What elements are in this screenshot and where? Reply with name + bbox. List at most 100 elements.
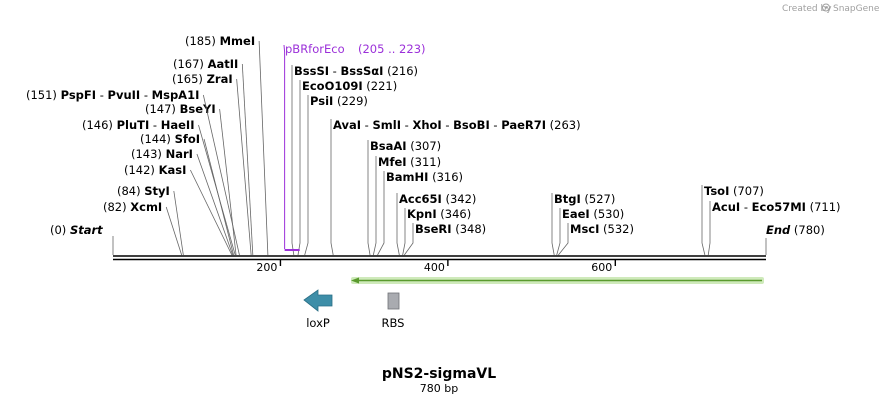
cut-site[interactable]: (142) KasI bbox=[124, 163, 233, 256]
cut-site[interactable]: BseRI (348) bbox=[404, 222, 486, 256]
cut-site-leader bbox=[556, 208, 561, 256]
cut-site-label[interactable]: (84) StyI bbox=[117, 184, 170, 198]
ruler-tick-label: 200 bbox=[256, 261, 277, 274]
cut-site-label[interactable]: (185) MmeI bbox=[185, 34, 255, 48]
cut-site[interactable]: (143) NarI bbox=[131, 147, 234, 256]
cut-site[interactable]: BsaAI (307) bbox=[367, 139, 441, 256]
cut-site-label[interactable]: BsaAI (307) bbox=[370, 139, 441, 153]
credit: Created by SnapGene bbox=[782, 3, 880, 14]
cut-site-label[interactable]: (82) XcmI bbox=[103, 200, 162, 214]
cut-site-label[interactable]: (167) AatII bbox=[173, 57, 238, 71]
cut-site[interactable]: (165) ZraI bbox=[172, 72, 252, 256]
cut-site[interactable]: BamHI (316) bbox=[377, 170, 463, 256]
snapgene-logo-icon bbox=[822, 3, 830, 12]
cut-site-enzyme: BtgI bbox=[554, 192, 581, 206]
cut-site[interactable]: TsoI (707) bbox=[701, 184, 764, 256]
cut-site[interactable]: (82) XcmI bbox=[103, 200, 183, 256]
ruler-tick: 400 bbox=[424, 259, 449, 274]
cut-site-label[interactable]: (142) KasI bbox=[124, 163, 186, 177]
orf-arrow[interactable] bbox=[351, 277, 764, 284]
cut-site-position: (147) bbox=[145, 102, 180, 116]
cut-site-label[interactable]: EaeI (530) bbox=[562, 207, 624, 221]
cut-site[interactable]: PsiI (229) bbox=[304, 94, 368, 256]
cut-site-enzyme: BssSI bbox=[294, 64, 329, 78]
cut-site[interactable]: (146) PluTI - HaeII bbox=[82, 118, 236, 256]
cut-site-label[interactable]: MscI (532) bbox=[570, 222, 634, 236]
cut-site-enzyme: KpnI bbox=[407, 207, 437, 221]
cut-site-label[interactable]: (0) Start bbox=[50, 223, 103, 237]
cut-site-leader bbox=[173, 190, 184, 256]
cut-site-label[interactable]: (143) NarI bbox=[131, 147, 193, 161]
cut-site-enzyme: PsiI bbox=[310, 94, 333, 108]
primer-bar[interactable] bbox=[284, 249, 300, 251]
cut-site-position: (146) bbox=[82, 118, 117, 132]
cut-site[interactable]: KpnI (346) bbox=[402, 207, 472, 256]
cut-site-leader bbox=[241, 63, 254, 256]
cut-site-leader bbox=[396, 193, 400, 256]
cut-site-separator: - bbox=[149, 118, 160, 132]
cut-site[interactable]: AvaI - SmlI - XhoI - BsoBI - PaeR7I (263… bbox=[330, 118, 581, 256]
cut-site-position: (229) bbox=[333, 94, 368, 108]
cut-site[interactable]: Acc65I (342) bbox=[396, 192, 476, 256]
cut-site-separator: - bbox=[329, 64, 340, 78]
cut-site-position: (143) bbox=[131, 147, 166, 161]
cut-site-enzyme: MscI bbox=[570, 222, 599, 236]
cut-site-label[interactable]: KpnI (346) bbox=[407, 207, 471, 221]
cut-site[interactable]: End (780) bbox=[765, 223, 825, 255]
cut-site-label[interactable]: BssSI - BssSαI (216) bbox=[294, 64, 418, 78]
cut-site-position: (142) bbox=[124, 163, 159, 177]
cut-site[interactable]: (167) AatII bbox=[173, 57, 254, 256]
cut-site[interactable]: (147) BseYI bbox=[145, 102, 237, 256]
ruler-tick-label: 400 bbox=[424, 261, 445, 274]
cut-site-enzyme: PaeR7I bbox=[501, 118, 546, 132]
map-title: pNS2-sigmaVL bbox=[382, 366, 496, 382]
cut-site-label[interactable]: AcuI - Eco57MI (711) bbox=[712, 200, 841, 214]
cut-site-enzyme: AcuI bbox=[712, 200, 740, 214]
cut-site-position: (144) bbox=[140, 132, 175, 146]
cut-site-separator: - bbox=[140, 88, 151, 102]
cut-site-label[interactable]: BamHI (316) bbox=[386, 170, 463, 184]
cut-site-position: (151) bbox=[26, 88, 61, 102]
cut-site-label[interactable]: EcoO109I (221) bbox=[302, 79, 397, 93]
primer-name[interactable]: pBRforEco bbox=[285, 42, 345, 56]
cut-site-label[interactable]: (144) SfoI bbox=[140, 132, 200, 146]
backbone bbox=[113, 255, 766, 261]
cut-site[interactable]: (84) StyI bbox=[117, 184, 184, 256]
cut-site-label[interactable]: (147) BseYI bbox=[145, 102, 216, 116]
cut-site[interactable]: EaeI (530) bbox=[556, 207, 625, 256]
feature-rbs[interactable]: RBS bbox=[382, 292, 405, 330]
cut-site-enzyme: BsoBI bbox=[453, 118, 490, 132]
cut-site-leader bbox=[377, 171, 385, 256]
cut-site-label[interactable]: TsoI (707) bbox=[704, 184, 764, 198]
cut-site-label[interactable]: (151) PspFI - PvuII - MspA1I bbox=[26, 88, 199, 102]
cut-site-label[interactable]: MfeI (311) bbox=[378, 155, 441, 169]
feature-loxp[interactable]: loxP bbox=[303, 289, 333, 330]
cut-site-label[interactable]: BseRI (348) bbox=[415, 222, 486, 236]
restriction-sites: (0) Start(82) XcmI(84) StyI(142) KasI(14… bbox=[26, 34, 841, 256]
cut-site-leader bbox=[258, 40, 269, 256]
cut-site-label[interactable]: (165) ZraI bbox=[172, 72, 233, 86]
loxp-arrow-icon bbox=[303, 289, 333, 312]
cut-site-position: (307) bbox=[407, 139, 442, 153]
cut-site-enzyme: EaeI bbox=[562, 207, 590, 221]
cut-site[interactable]: MscI (532) bbox=[558, 222, 634, 256]
cut-site-label[interactable]: End (780) bbox=[766, 223, 825, 237]
cut-site-label[interactable]: Acc65I (342) bbox=[399, 192, 476, 206]
cut-site-label[interactable]: PsiI (229) bbox=[310, 94, 368, 108]
cut-site[interactable]: MfeI (311) bbox=[372, 155, 441, 256]
cut-site[interactable]: (151) PspFI - PvuII - MspA1I bbox=[26, 88, 240, 256]
cut-site[interactable]: (185) MmeI bbox=[185, 34, 269, 256]
cut-site[interactable]: (0) Start bbox=[50, 223, 114, 255]
primer[interactable]: pBRforEco (205 .. 223) bbox=[283, 42, 426, 251]
cut-site[interactable]: BtgI (527) bbox=[551, 192, 615, 256]
cut-site-leader bbox=[402, 208, 406, 256]
orf-arrow-head-icon bbox=[351, 277, 359, 284]
cut-site[interactable]: AcuI - Eco57MI (711) bbox=[707, 200, 841, 256]
cut-site-label[interactable]: AvaI - SmlI - XhoI - BsoBI - PaeR7I (263… bbox=[333, 118, 581, 132]
cut-site-label[interactable]: BtgI (527) bbox=[554, 192, 615, 206]
cut-site-label[interactable]: (146) PluTI - HaeII bbox=[82, 118, 195, 132]
cut-site-position: (311) bbox=[407, 155, 442, 169]
ruler-tick: 200 bbox=[256, 259, 282, 274]
cut-site-position: (221) bbox=[363, 79, 398, 93]
cut-site-enzyme: KasI bbox=[159, 163, 187, 177]
